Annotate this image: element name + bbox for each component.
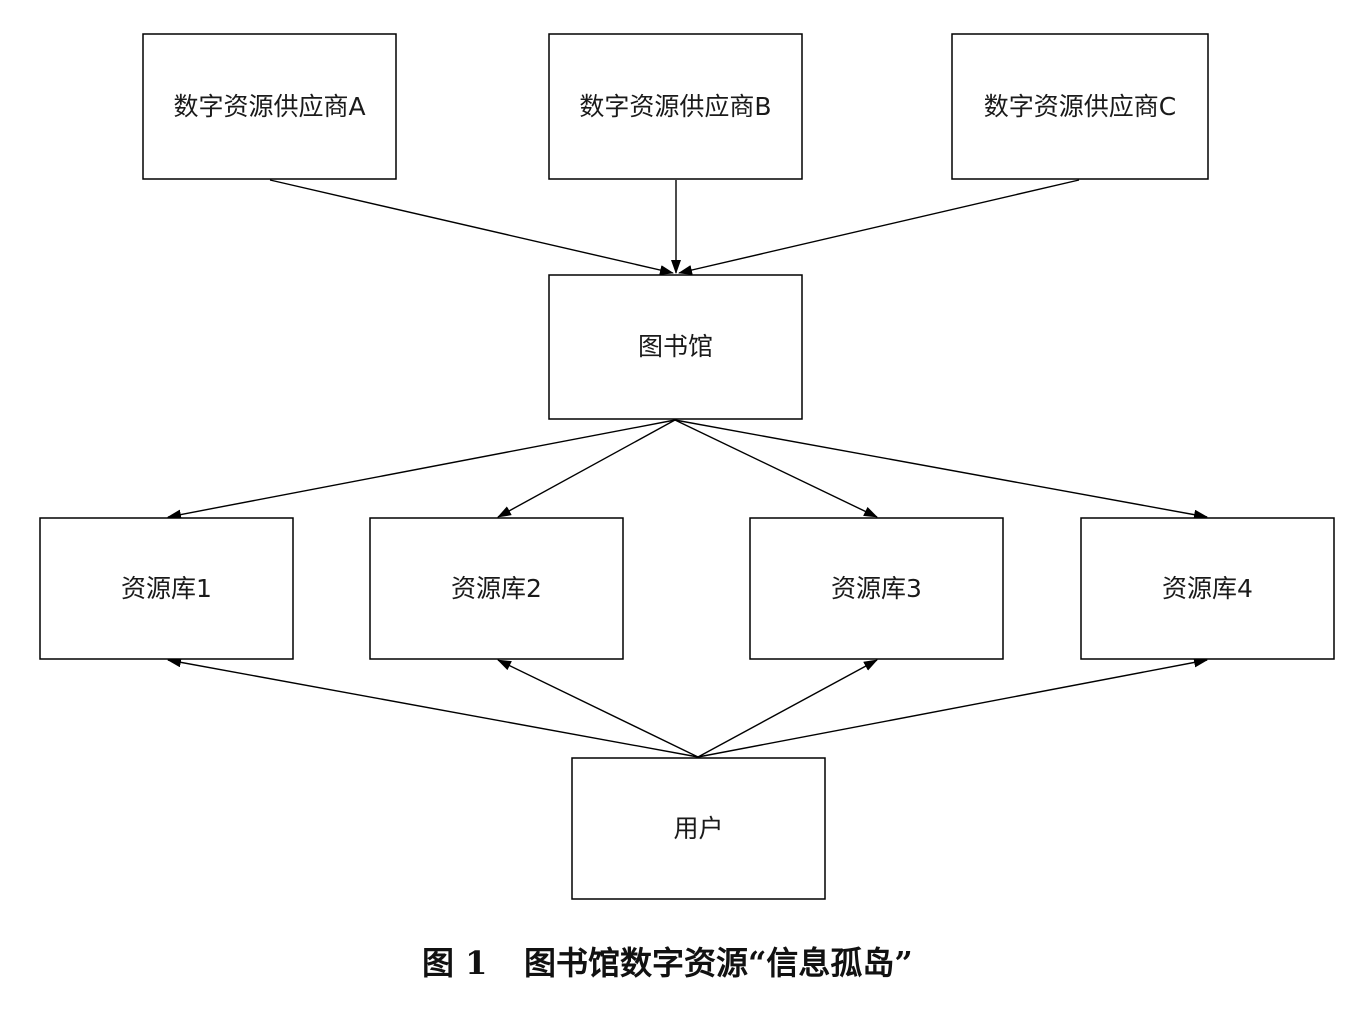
node-repo-4: 资源库4 <box>1080 517 1335 660</box>
edge-library-to-repo-2 <box>497 419 676 518</box>
edge-supplier-a-to-library <box>269 179 674 275</box>
node-label-repo-2: 资源库2 <box>451 574 542 603</box>
node-supplier-b: 数字资源供应商B <box>548 33 803 180</box>
edge-library-to-repo-3 <box>674 419 878 518</box>
edges-layer <box>167 179 1208 758</box>
edge-supplier-c-to-library <box>678 179 1080 275</box>
figure-caption: 图 1 图书馆数字资源“信息孤岛” <box>422 944 913 982</box>
node-label-user: 用户 <box>673 814 723 843</box>
node-label-supplier-c: 数字资源供应商C <box>984 92 1176 121</box>
node-label-supplier-a: 数字资源供应商A <box>173 92 365 121</box>
edge-user-to-repo-3 <box>697 659 878 758</box>
node-supplier-a: 数字资源供应商A <box>142 33 397 180</box>
edge-user-to-repo-1 <box>167 657 699 758</box>
node-user: 用户 <box>571 757 826 900</box>
node-supplier-c: 数字资源供应商C <box>951 33 1209 180</box>
edge-user-to-repo-2 <box>497 659 699 758</box>
caption-title: 图书馆数字资源“信息孤岛” <box>524 944 913 982</box>
node-label-repo-1: 资源库1 <box>121 574 212 603</box>
node-label-library: 图书馆 <box>638 332 713 361</box>
node-library: 图书馆 <box>548 274 803 420</box>
node-repo-2: 资源库2 <box>369 517 624 660</box>
node-repo-1: 资源库1 <box>39 517 294 660</box>
node-repo-3: 资源库3 <box>749 517 1004 660</box>
edge-library-to-repo-1 <box>167 419 676 520</box>
node-label-supplier-b: 数字资源供应商B <box>579 92 771 121</box>
node-label-repo-3: 资源库3 <box>831 574 922 603</box>
edge-library-to-repo-4 <box>674 419 1208 520</box>
caption-number: 图 1 <box>422 944 487 982</box>
edge-user-to-repo-4 <box>697 657 1208 758</box>
node-label-repo-4: 资源库4 <box>1162 574 1253 603</box>
